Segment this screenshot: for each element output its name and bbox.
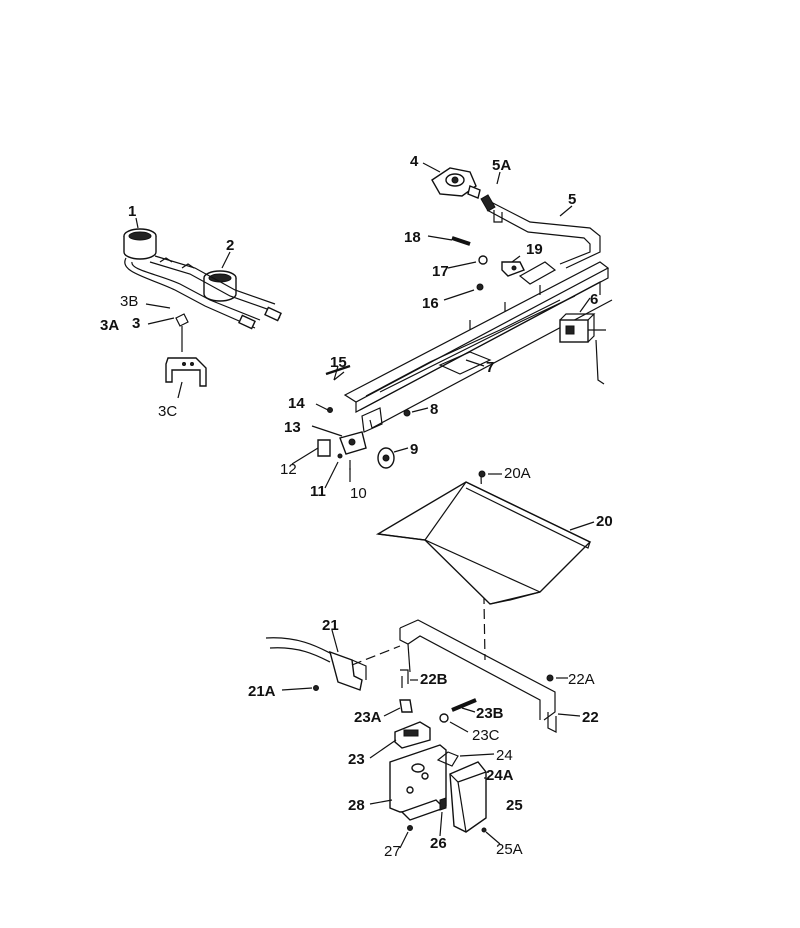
label-19: 19: [526, 241, 543, 258]
label-17: 17: [432, 263, 449, 280]
label-18: 18: [404, 229, 421, 246]
label-24a: 24A: [486, 767, 514, 784]
label-23: 23: [348, 751, 365, 768]
burner-baffle: [375, 470, 592, 661]
label-28: 28: [348, 797, 365, 814]
label-25a: 25A: [496, 841, 523, 858]
label-5a: 5A: [492, 157, 511, 174]
manifold-assembly: [317, 167, 613, 470]
label-23c: 23C: [472, 727, 500, 744]
label-15: 15: [330, 354, 347, 371]
part-labels: 1 2 3B 3A 3 3C 4 5A 5 18 19 17 16 6 7 8 …: [100, 153, 613, 860]
label-3a: 3A: [100, 317, 119, 334]
label-12: 12: [280, 461, 297, 478]
label-6: 6: [590, 291, 598, 308]
label-9: 9: [410, 441, 418, 458]
label-27: 27: [384, 843, 401, 860]
label-20: 20: [596, 513, 613, 530]
label-23b: 23B: [476, 705, 504, 722]
label-21a: 21A: [248, 683, 276, 700]
label-3: 3: [132, 315, 140, 332]
label-23a: 23A: [354, 709, 382, 726]
label-3c: 3C: [158, 403, 177, 420]
label-4: 4: [410, 153, 419, 170]
label-24: 24: [496, 747, 513, 764]
label-14: 14: [288, 395, 305, 412]
label-8: 8: [430, 401, 438, 418]
label-21: 21: [322, 617, 339, 634]
label-10: 10: [350, 485, 367, 502]
burner-assembly: [123, 228, 282, 387]
label-11: 11: [310, 483, 326, 500]
label-26: 26: [430, 835, 447, 852]
label-5: 5: [568, 191, 576, 208]
label-1: 1: [128, 203, 136, 220]
leader-lines: [135, 162, 595, 849]
label-22a: 22A: [568, 671, 595, 688]
label-22: 22: [582, 709, 599, 726]
label-13: 13: [284, 419, 301, 436]
label-20a: 20A: [504, 465, 531, 482]
label-3b: 3B: [120, 293, 138, 310]
label-25: 25: [506, 797, 523, 814]
label-7: 7: [486, 359, 494, 376]
label-2: 2: [226, 237, 234, 254]
label-16: 16: [422, 295, 439, 312]
label-22b: 22B: [420, 671, 448, 688]
oven-burner-assembly: [265, 619, 557, 833]
